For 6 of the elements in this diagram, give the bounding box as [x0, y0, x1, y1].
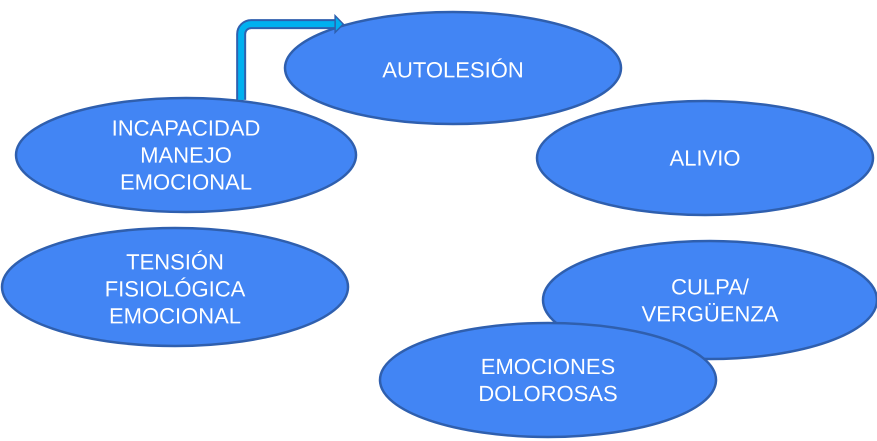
ellipse-node: AUTOLESIÓN	[284, 10, 622, 126]
bent-arrow	[236, 14, 344, 100]
ellipse-node: INCAPACIDAD MANEJO EMOCIONAL	[14, 96, 358, 214]
ellipse-node: EMOCIONES DOLOROSAS	[378, 322, 718, 438]
ellipse-node: TENSIÓN FISIOLÓGICA EMOCIONAL	[0, 226, 350, 348]
ellipse-node: ALIVIO	[536, 100, 874, 216]
